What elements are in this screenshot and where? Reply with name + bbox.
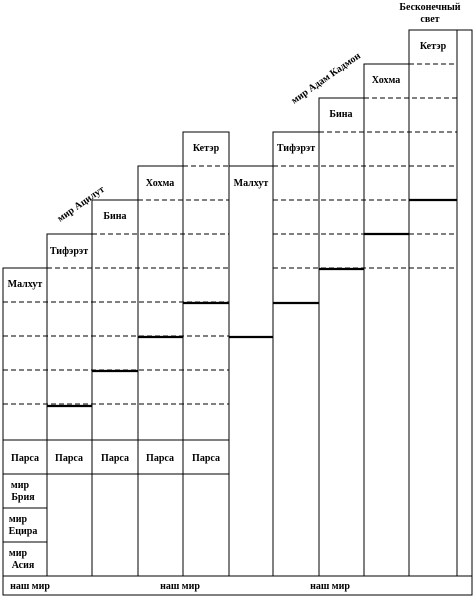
world-yetzira-label-1: мир (9, 514, 28, 525)
column-label: Тифэрэт (50, 246, 88, 257)
column-label: Бина (103, 211, 126, 222)
column-malkhut-1 (2, 267, 48, 441)
column-keter-2 (408, 29, 458, 577)
labels: Бесконечный свет мир Адам Кадмон мир Аци… (8, 2, 461, 592)
our-world-band (2, 575, 473, 596)
column-label: Малхут (234, 178, 269, 189)
column-keter-1 (182, 131, 230, 441)
atzilut-thick-levels (47, 301, 229, 408)
parsa-label: Парса (146, 453, 174, 464)
parsa-label: Парса (101, 453, 129, 464)
adam-kadmon-thick-levels (229, 198, 457, 339)
column-tiferet-1 (46, 233, 93, 441)
world-asiya-label-1: мир (9, 548, 28, 559)
world-asiya-label-2: Асия (12, 560, 35, 571)
column-label: Хохма (372, 75, 400, 86)
column-infinite-light (456, 29, 473, 577)
our-world-label: наш мир (160, 581, 200, 592)
column-tiferet-2 (272, 131, 320, 577)
infinite-light-label-line2: свет (420, 14, 439, 25)
parsa-label: Парса (11, 453, 39, 464)
column-bina-2 (318, 97, 365, 577)
world-briya-label-2: Брия (11, 492, 35, 503)
world-yetzira-label-2: Ецира (9, 526, 38, 537)
column-malkhut-2 (228, 165, 274, 577)
column-khokhma-2 (363, 63, 410, 577)
column-label: Кетэр (193, 143, 220, 154)
our-world-label: наш мир (10, 581, 50, 592)
infinite-light-label-line1: Бесконечный (399, 2, 460, 13)
world-atzilut-label: мир Ацилут (55, 184, 106, 225)
column-khokhma-1 (137, 165, 184, 441)
column-label: Кетэр (420, 41, 447, 52)
world-briya-label-1: мир (11, 480, 30, 491)
parsa-label: Парса (192, 453, 220, 464)
column-label: Малхут (8, 279, 43, 290)
our-world-label: наш мир (310, 581, 350, 592)
column-label: Хохма (146, 178, 174, 189)
column-label: Бина (329, 109, 352, 120)
parsa-label: Парса (55, 453, 83, 464)
column-label: Тифэрэт (277, 143, 315, 154)
lower-columns (2, 473, 230, 577)
